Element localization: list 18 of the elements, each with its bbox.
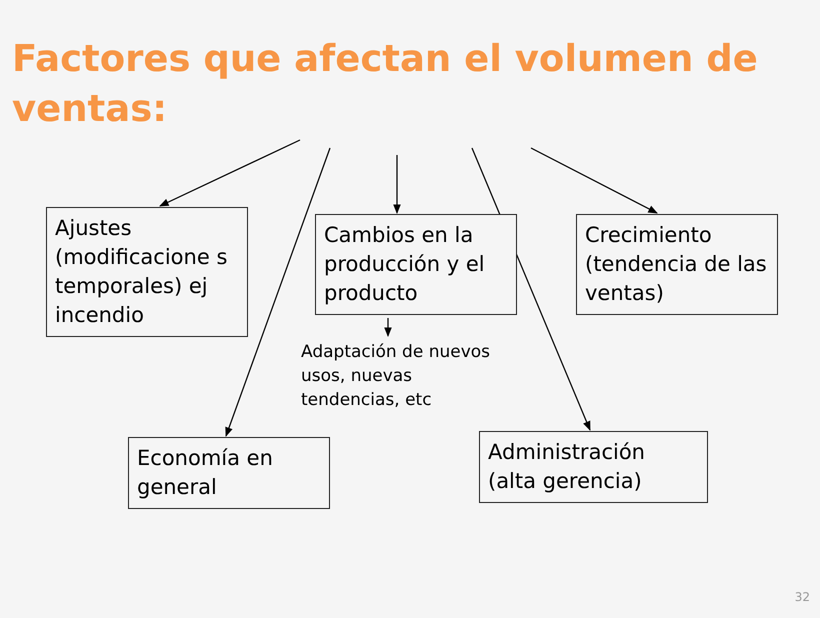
box-text: Cambios en la producción y el producto xyxy=(324,222,486,307)
factor-box xyxy=(479,431,708,503)
box-text: Ajustes (modificacione s temporales) ej incendio xyxy=(55,215,228,329)
arrow xyxy=(384,318,392,337)
factor-box xyxy=(576,214,778,315)
box-text: Administración (alta gerencia) xyxy=(488,439,646,495)
arrow xyxy=(159,139,300,207)
note-text: Adaptación de nuevos usos, nuevas tendencias, etc xyxy=(301,340,506,436)
arrow xyxy=(530,147,658,214)
factor-box xyxy=(46,207,248,337)
factor-box xyxy=(315,214,517,315)
slide-title: Factores que afectan el volumen de ventas: xyxy=(12,36,759,132)
arrow xyxy=(393,155,401,214)
factor-box xyxy=(128,437,330,509)
box-text: Crecimiento (tendencia de las ventas) xyxy=(585,222,768,307)
box-text: Economía en general xyxy=(137,445,274,501)
page-number: 32 xyxy=(794,590,810,604)
arrow xyxy=(225,148,331,437)
